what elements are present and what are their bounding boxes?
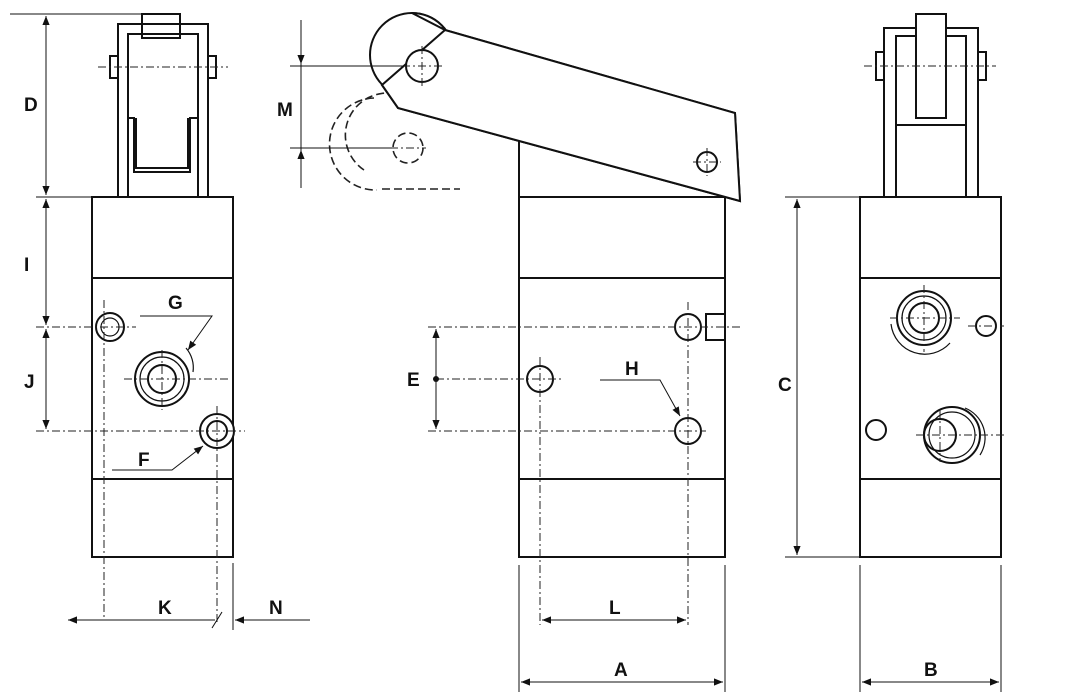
dimension-label-l: L xyxy=(609,598,621,619)
roller-lever xyxy=(369,12,742,203)
dimension-label-j: J xyxy=(24,372,35,393)
dimension-label-h: H xyxy=(625,359,639,380)
dimension-label-g: G xyxy=(168,293,183,314)
left-side-view: D I J G F K N xyxy=(10,13,310,630)
dimension-label-a: A xyxy=(614,660,628,681)
right-side-view: C B xyxy=(778,13,1004,692)
dimension-label-d: D xyxy=(24,95,38,116)
dimension-label-k: K xyxy=(158,598,172,619)
right-port-lower xyxy=(916,406,1004,464)
right-port-small-lower xyxy=(865,419,887,441)
front-valve-body xyxy=(518,139,726,558)
dimension-label-b: B xyxy=(924,660,938,681)
dimension-label-c: C xyxy=(778,375,792,396)
dimension-label-e: E xyxy=(407,370,420,391)
dimension-label-n: N xyxy=(269,598,283,619)
left-actuator-bracket xyxy=(98,13,228,198)
dimension-label-f: F xyxy=(138,450,150,471)
right-actuator-bracket xyxy=(864,13,996,197)
right-port-upper xyxy=(890,285,960,355)
right-valve-body xyxy=(859,196,1002,558)
dimension-label-m: M xyxy=(277,100,293,121)
front-view: M E H L A xyxy=(277,12,742,692)
dimension-label-i: I xyxy=(24,255,29,276)
